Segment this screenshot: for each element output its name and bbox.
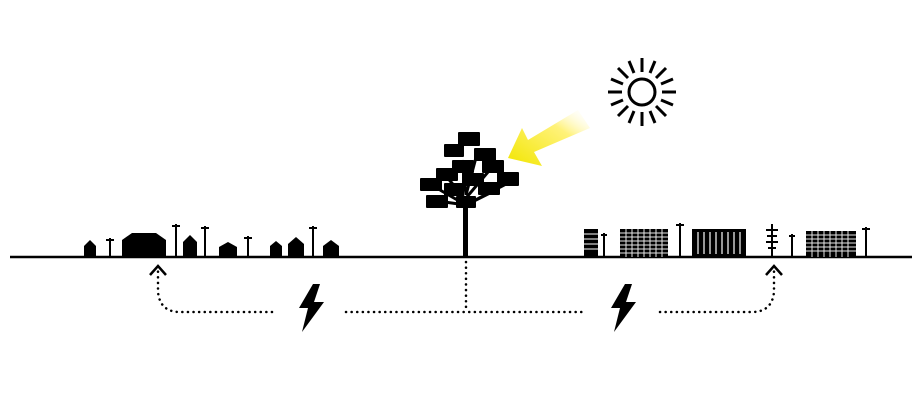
utility-pole-icon xyxy=(862,227,870,257)
utility-pole-icon xyxy=(676,223,684,257)
building-icon xyxy=(806,231,856,257)
utility-pole-icon xyxy=(601,233,607,257)
house-icon xyxy=(323,240,339,257)
house-icon xyxy=(270,241,282,257)
right-flow-line xyxy=(658,268,776,314)
house-icon xyxy=(84,240,96,257)
utility-pole-icon xyxy=(106,238,114,257)
utility-pole-icon xyxy=(309,226,317,257)
village-poles xyxy=(106,224,317,257)
arrow-up-icon xyxy=(149,264,167,276)
building-icon xyxy=(620,229,668,257)
utility-pole-icon xyxy=(201,226,209,257)
house-icon xyxy=(183,235,197,257)
energy-flow-lines xyxy=(156,260,776,314)
house-icon xyxy=(219,242,237,257)
utility-pole-icon xyxy=(172,224,180,257)
left-flow-line xyxy=(156,268,274,314)
house-icon xyxy=(288,237,304,257)
building-icon xyxy=(692,229,746,257)
utility-pole-icon xyxy=(789,234,795,257)
lightning-bolt-icon xyxy=(299,284,324,332)
sun-icon xyxy=(608,58,676,126)
building-icon xyxy=(584,229,598,257)
small-solar-tree-icon xyxy=(766,224,778,257)
arrow-up-icon xyxy=(765,264,783,276)
solar-tree-icon xyxy=(420,132,519,257)
sunlight-arrow-icon xyxy=(508,110,590,166)
utility-pole-icon xyxy=(244,236,252,257)
village-group xyxy=(84,233,339,257)
house-icon xyxy=(122,233,166,257)
industrial-group xyxy=(584,223,870,257)
lightning-bolt-icon xyxy=(611,284,636,332)
